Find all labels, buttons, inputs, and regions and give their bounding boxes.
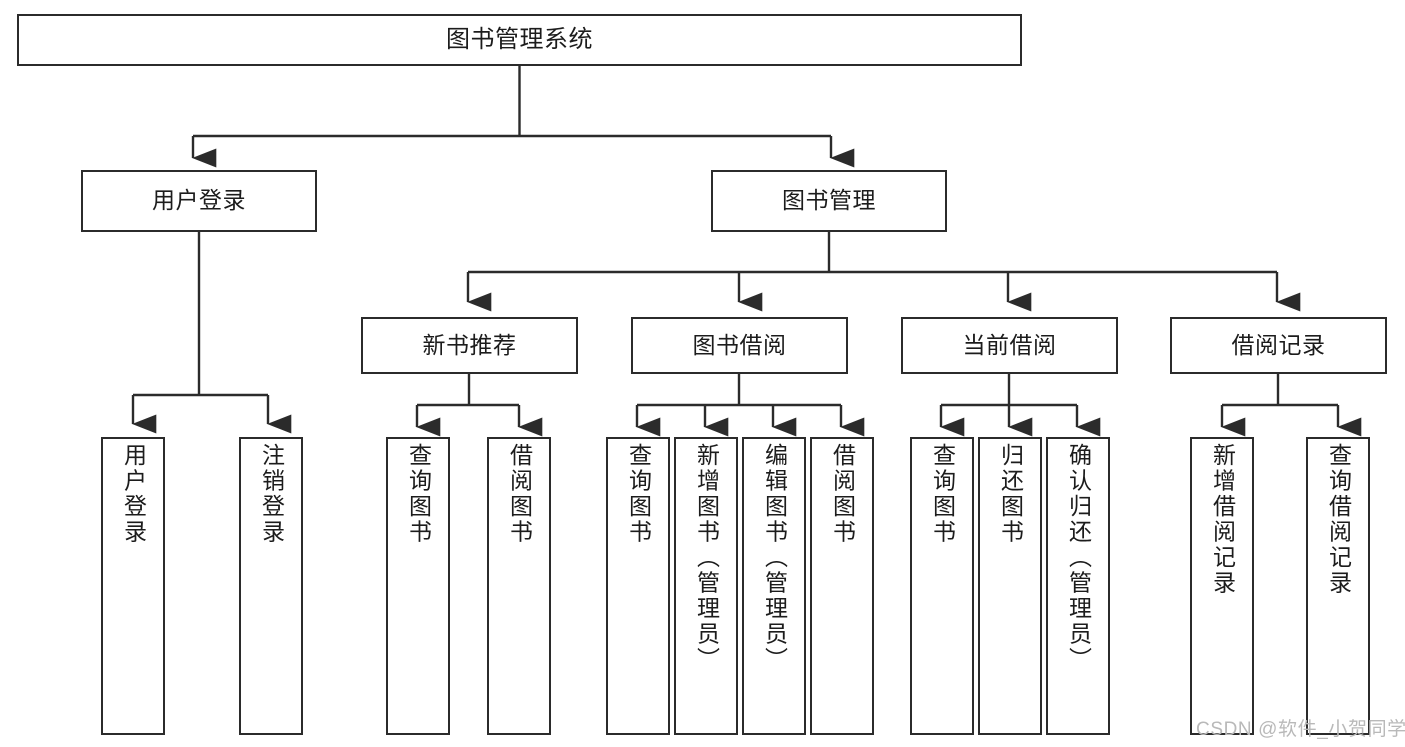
- node-label: 图书借阅: [692, 331, 787, 358]
- leaf-add-borrow-record[interactable]: 新增借阅记录: [1190, 437, 1254, 735]
- node-label: 用户登录: [120, 443, 147, 545]
- node-label: 归还图书: [997, 443, 1024, 545]
- leaf-borrow-book-1[interactable]: 借阅图书: [487, 437, 551, 735]
- node-label: 图书管理: [782, 187, 876, 214]
- leaf-edit-book-admin[interactable]: 编辑图书（管理员）: [742, 437, 806, 735]
- leaf-user-login[interactable]: 用户登录: [101, 437, 165, 735]
- node-label: 编辑图书（管理员）: [761, 443, 788, 673]
- node-label: 注销登录: [258, 443, 285, 545]
- node-root-system[interactable]: 图书管理系统: [17, 14, 1022, 66]
- node-book-management[interactable]: 图书管理: [711, 170, 947, 232]
- node-borrow-record[interactable]: 借阅记录: [1170, 317, 1387, 374]
- node-label: 新书推荐: [422, 331, 517, 358]
- leaf-confirm-return-admin[interactable]: 确认归还（管理员）: [1046, 437, 1110, 735]
- node-label: 图书管理系统: [446, 25, 593, 53]
- node-label: 确认归还（管理员）: [1065, 443, 1092, 673]
- node-label: 当前借阅: [962, 331, 1057, 358]
- node-new-book-recommend[interactable]: 新书推荐: [361, 317, 578, 374]
- node-label: 新增借阅记录: [1209, 443, 1236, 596]
- leaf-borrow-book-2[interactable]: 借阅图书: [810, 437, 874, 735]
- node-current-borrow[interactable]: 当前借阅: [901, 317, 1118, 374]
- node-label: 查询图书: [625, 443, 652, 545]
- node-label: 新增图书（管理员）: [693, 443, 720, 673]
- node-label: 查询借阅记录: [1325, 443, 1352, 596]
- leaf-query-book-1[interactable]: 查询图书: [386, 437, 450, 735]
- watermark-text: CSDN @软件_小贺同学: [1196, 719, 1405, 740]
- node-label: 借阅图书: [506, 443, 533, 545]
- node-label: 借阅图书: [829, 443, 856, 545]
- node-book-borrow[interactable]: 图书借阅: [631, 317, 848, 374]
- leaf-query-borrow-record[interactable]: 查询借阅记录: [1306, 437, 1370, 735]
- leaf-return-book[interactable]: 归还图书: [978, 437, 1042, 735]
- node-label: 查询图书: [929, 443, 956, 545]
- leaf-logout-login[interactable]: 注销登录: [239, 437, 303, 735]
- node-label: 用户登录: [152, 187, 246, 214]
- node-user-login[interactable]: 用户登录: [81, 170, 317, 232]
- leaf-query-book-2[interactable]: 查询图书: [606, 437, 670, 735]
- node-label: 查询图书: [405, 443, 432, 545]
- node-label: 借阅记录: [1231, 331, 1326, 358]
- leaf-add-book-admin[interactable]: 新增图书（管理员）: [674, 437, 738, 735]
- leaf-query-book-3[interactable]: 查询图书: [910, 437, 974, 735]
